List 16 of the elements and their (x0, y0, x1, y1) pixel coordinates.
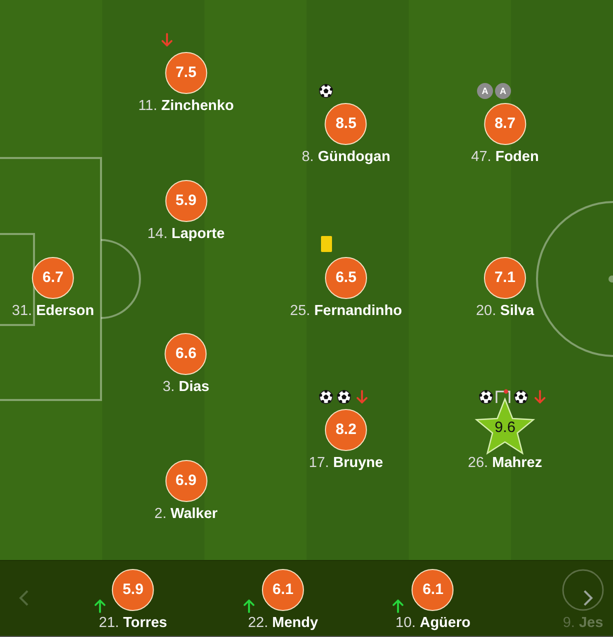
player-name: 3. Dias (162, 379, 210, 396)
player-name: 31. Ederson (12, 303, 94, 320)
player-name: 20. Silva (476, 303, 534, 320)
player-name: 26. Mahrez (468, 455, 542, 472)
player-name: 17. Bruyne (308, 455, 384, 472)
player-rating: 9.6 (494, 419, 516, 437)
player-name: 25. Fernandinho (290, 303, 402, 320)
player-name: 14. Laporte (147, 226, 225, 243)
player-name: 8. Gündogan (302, 149, 390, 166)
player-name: 21. Torres (98, 615, 168, 632)
player-name: 2. Walker (154, 506, 218, 523)
player-name: 10. Agüero (396, 615, 470, 632)
player-name: 11. Zinchenko (138, 98, 234, 115)
player-name: 9. Jes (562, 615, 604, 632)
player-name: 22. Mendy (248, 615, 318, 632)
player-name: 47. Foden (471, 149, 539, 166)
